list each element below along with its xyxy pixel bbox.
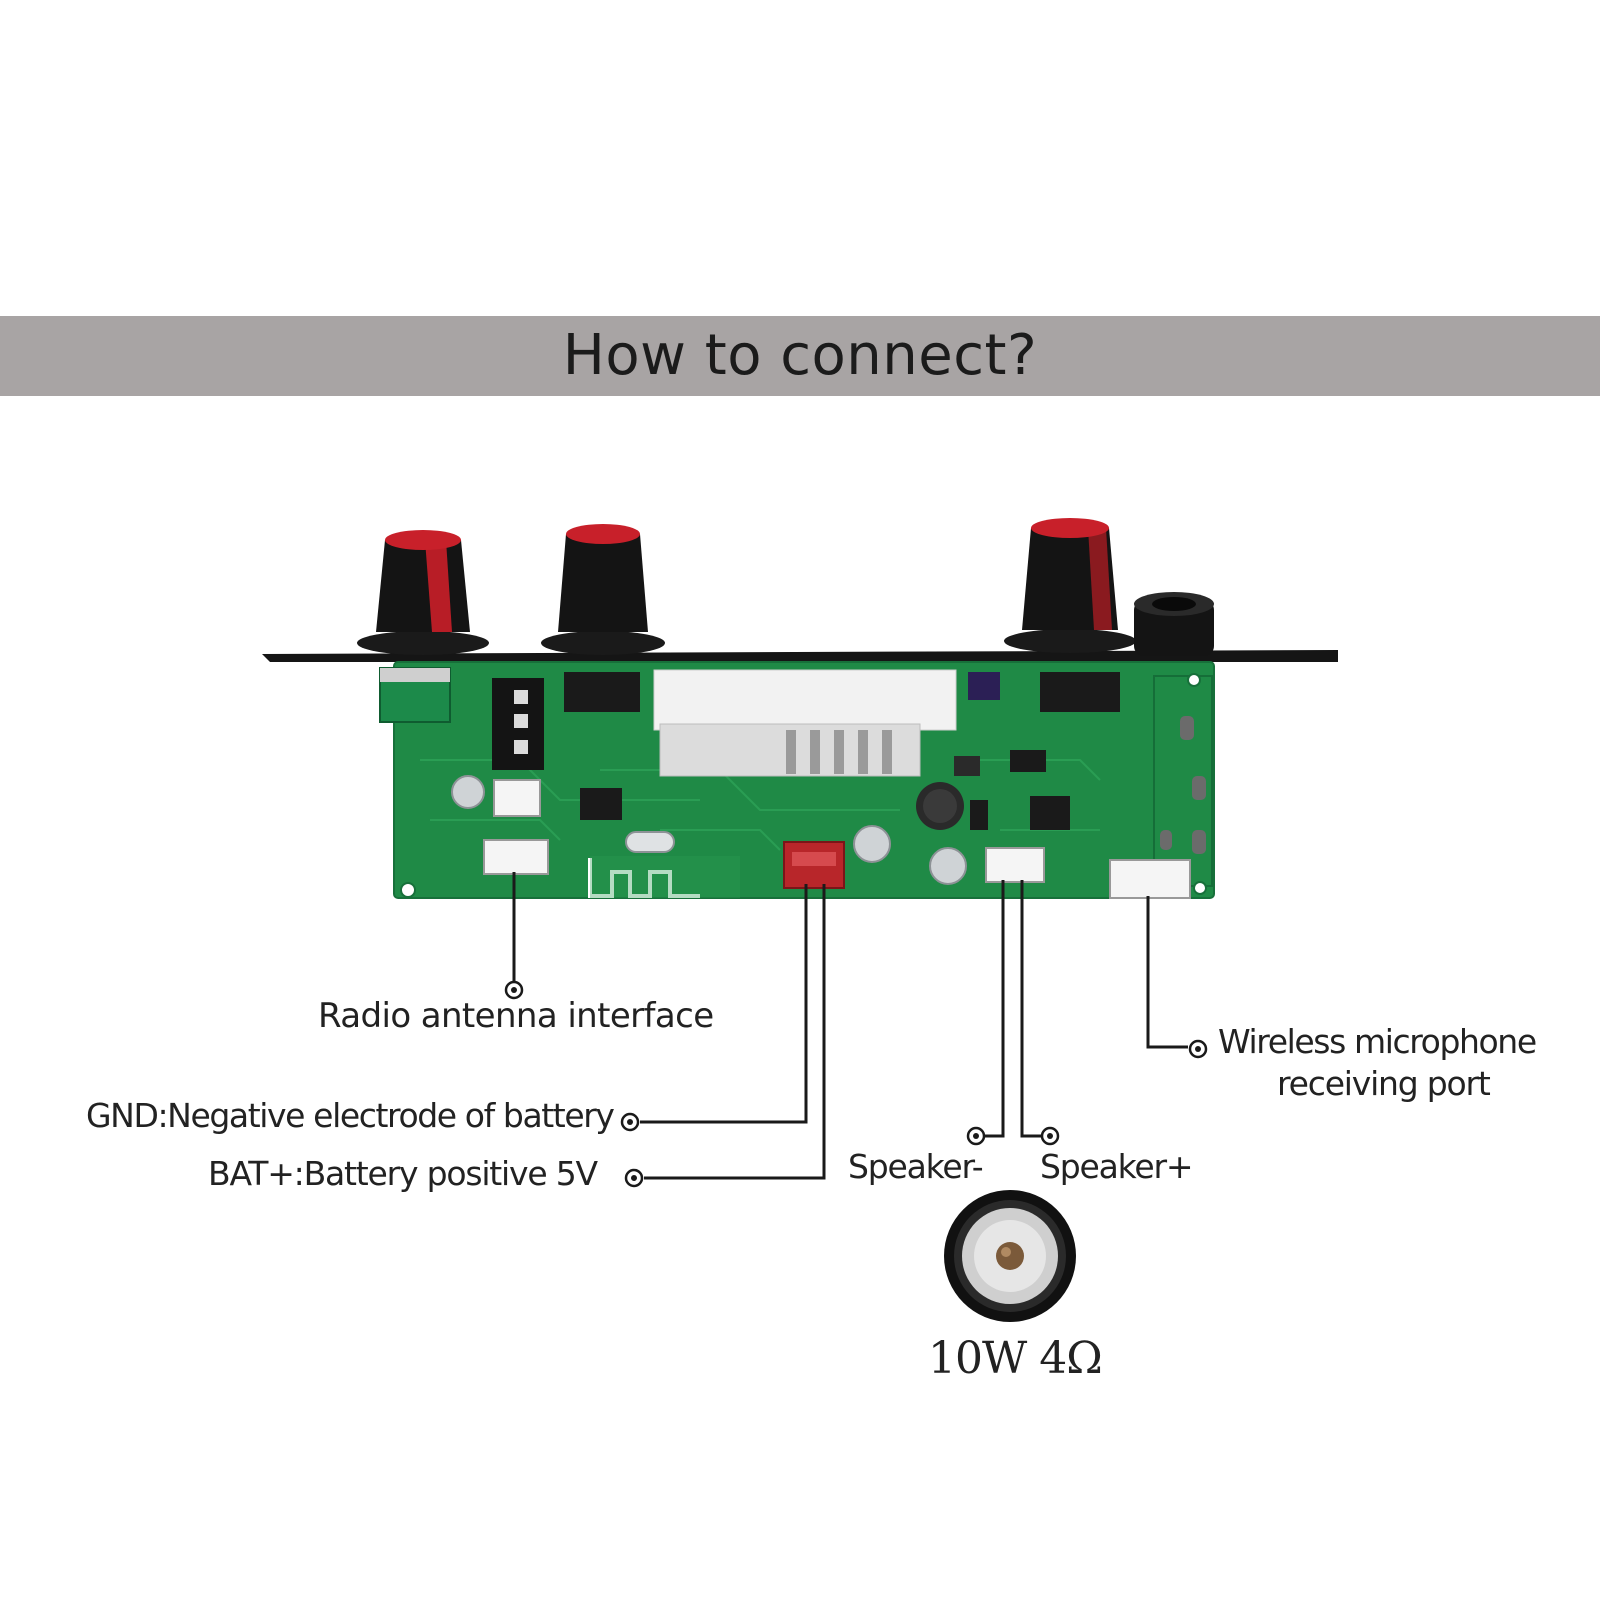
page-title: How to connect? [562,323,1038,388]
pcb-board [379,661,1215,899]
pcb-antenna-trace [588,858,700,898]
mic-receiver-connector [1109,859,1191,899]
ic-chip [1010,750,1046,772]
potentiometer-base [564,672,640,712]
connectors [483,779,1191,899]
display-window [653,669,957,731]
label-wireless-mic-line1: Wireless microphone [1218,1022,1537,1061]
ir-receiver [968,672,1000,700]
label-speaker-positive: Speaker+ [1040,1147,1193,1186]
label-speaker-rating: 10W 4Ω [928,1333,1103,1384]
potentiometer-base [1040,672,1120,712]
label-gnd: GND:Negative electrode of battery [86,1096,615,1135]
title-banner: How to connect? [0,316,1600,396]
speaker-pos-wire [1020,880,1042,1138]
label-speaker-negative: Speaker- [848,1147,984,1186]
capacitor [929,847,967,885]
mic-wire [1146,896,1188,1049]
ic-chip [1030,796,1070,830]
speaker-neg-wire [982,880,1005,1138]
mic-jack [1134,592,1214,656]
capacitor [853,825,891,863]
gnd-wire [640,884,808,1124]
capacitor [451,775,485,809]
label-wireless-mic-line2: receiving port [1277,1064,1491,1103]
knob-right [1004,518,1136,653]
speaker-icon [944,1190,1076,1322]
leader-lines [512,872,1188,1180]
bat-wire [644,884,826,1180]
ic-chip [580,788,622,820]
aux-connector [483,839,549,875]
knob-left [357,530,489,655]
knob-middle [541,524,665,655]
antenna-connector [493,779,541,817]
label-bat: BAT+:Battery positive 5V [208,1154,598,1193]
front-panel [262,650,1338,662]
crystal [625,831,675,853]
label-radio-antenna: Radio antenna interface [318,996,714,1036]
speaker-connector [985,847,1045,883]
